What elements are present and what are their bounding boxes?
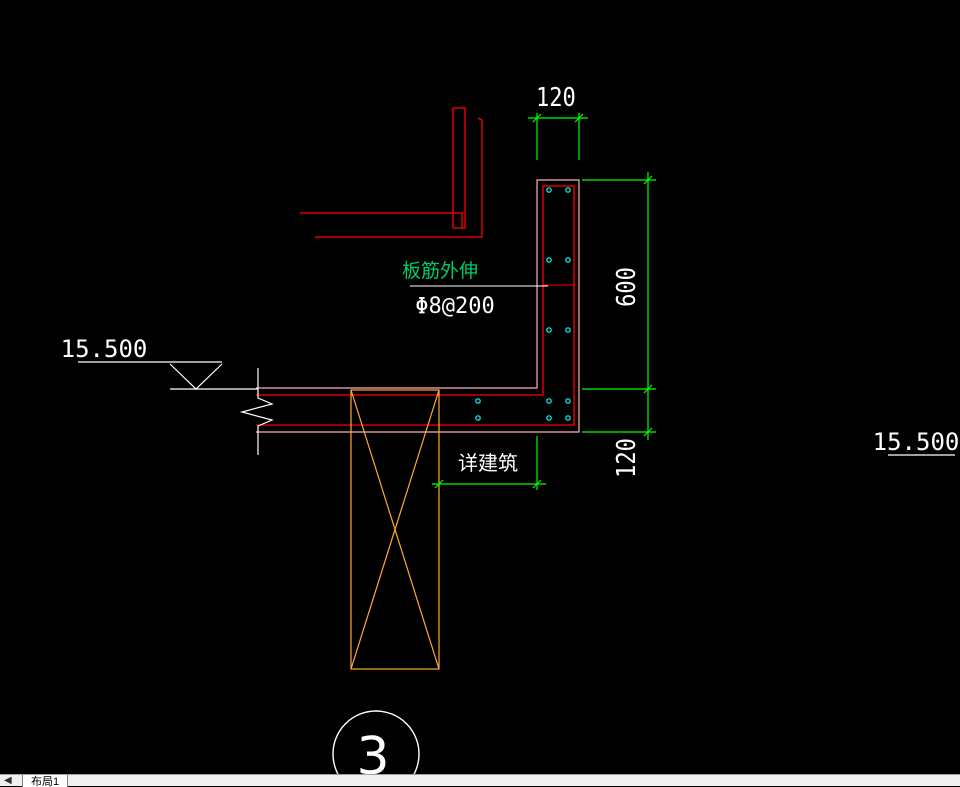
layout-tab-bar: ◀ 布局1 bbox=[0, 774, 960, 787]
beam-section bbox=[239, 179, 580, 455]
dim-top-text: 120 bbox=[536, 82, 576, 112]
dim-right-upper-text: 600 bbox=[611, 267, 641, 307]
tab-scroll-arrow-icon[interactable]: ◀ bbox=[4, 775, 12, 786]
detail-number-circle bbox=[332, 710, 420, 774]
rebar-spec-text: Φ8@200 bbox=[415, 294, 494, 319]
detail-number-text: 3 bbox=[356, 727, 389, 774]
elevation-right-text: 15.500 bbox=[873, 428, 960, 456]
rebar-dots bbox=[475, 187, 571, 421]
upper-slab-section bbox=[300, 107, 483, 238]
note-slab-rebar-text: 板筋外伸 bbox=[402, 260, 478, 282]
dimension-bottom bbox=[432, 436, 546, 490]
tab-layout1[interactable]: 布局1 bbox=[22, 775, 69, 787]
tab-layout1-label: 布局1 bbox=[31, 776, 60, 787]
dimension-right bbox=[582, 172, 656, 440]
column-cross-hatch bbox=[350, 389, 440, 670]
elevation-left-text: 15.500 bbox=[61, 335, 148, 363]
note-architecture-text: 详建筑 bbox=[458, 451, 518, 475]
dim-right-lower-text: 120 bbox=[611, 438, 641, 478]
elevation-marker-left bbox=[78, 361, 258, 390]
dimension-top bbox=[528, 113, 588, 160]
